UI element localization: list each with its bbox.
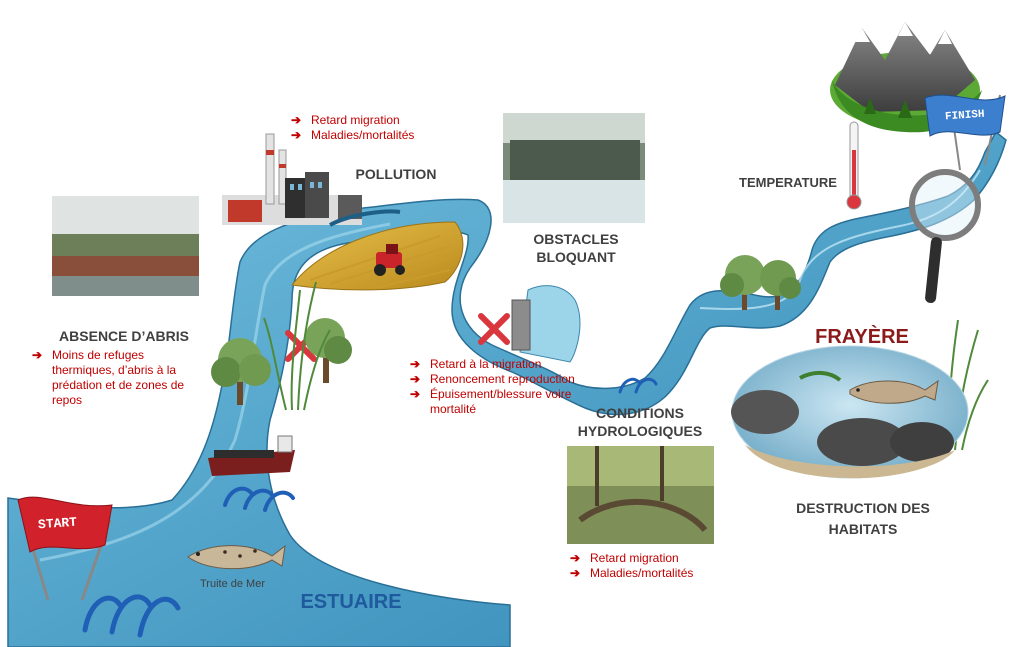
factory-icon bbox=[222, 133, 401, 227]
effect-item: ➔Maladies/mortalités bbox=[291, 128, 415, 142]
thermometer-icon bbox=[846, 121, 862, 210]
magnifier-icon bbox=[909, 169, 981, 303]
weir-icon bbox=[511, 285, 581, 363]
label-obstacles-line2: BLOQUANT bbox=[536, 249, 616, 265]
label-conditions-line1: CONDITIONS bbox=[596, 405, 684, 421]
start-flag-icon bbox=[17, 496, 113, 601]
effect-item: ➔Retard migration bbox=[570, 551, 679, 565]
photo-conditions-hydro bbox=[567, 446, 714, 544]
arrow-icon: ➔ bbox=[570, 551, 581, 565]
wave-icon bbox=[618, 377, 658, 394]
effect-item: ➔Moins de refuges thermiques, d’abris à … bbox=[32, 348, 185, 407]
label-absence-abris: ABSENCE D’ABRIS bbox=[59, 328, 189, 344]
label-conditions-line2: HYDROLOGIQUES bbox=[577, 423, 703, 439]
label-destruction: DESTRUCTION DES HABITATS bbox=[778, 498, 948, 540]
label-obstacles: OBSTACLES BLOQUANT bbox=[526, 230, 626, 266]
wave-icon bbox=[82, 594, 181, 638]
label-frayere: FRAYÈRE bbox=[815, 326, 909, 348]
arrow-icon: ➔ bbox=[410, 372, 421, 386]
tree-icon bbox=[211, 338, 271, 405]
tree-icon bbox=[720, 255, 801, 310]
label-start: START bbox=[37, 514, 78, 533]
finish-flag-icon bbox=[924, 94, 1006, 171]
cross-icon bbox=[478, 313, 510, 345]
label-destruction-line1: DESTRUCTION DES bbox=[796, 500, 930, 516]
label-temperature: TEMPERATURE bbox=[739, 175, 837, 190]
photo-absence-abris bbox=[52, 196, 199, 296]
arrow-icon: ➔ bbox=[291, 128, 302, 142]
frayere-pond bbox=[731, 345, 969, 479]
photo-obstacles bbox=[503, 113, 645, 223]
trout-icon bbox=[187, 544, 286, 570]
effects-hydro: ➔Retard migration ➔Maladies/mortalités bbox=[570, 551, 750, 581]
barge-icon bbox=[208, 435, 295, 476]
effects-obstacles: ➔Retard à la migration ➔Renoncement repr… bbox=[410, 357, 610, 417]
label-conditions: CONDITIONS HYDROLOGIQUES bbox=[565, 404, 715, 440]
effect-item: ➔Épuisement/blessure voire mortalité bbox=[410, 387, 572, 416]
label-truite: Truite de Mer bbox=[200, 578, 266, 590]
effect-item: ➔Retard migration bbox=[291, 113, 400, 127]
label-pollution: POLLUTION bbox=[355, 166, 437, 182]
effect-item: ➔Renoncement reproduction bbox=[410, 372, 575, 386]
effect-item: ➔Retard à la migration bbox=[410, 357, 542, 371]
effect-item: ➔Maladies/mortalités bbox=[570, 566, 694, 580]
label-destruction-line2: HABITATS bbox=[828, 521, 898, 537]
reeds-icon bbox=[263, 281, 331, 411]
tractor-field-icon bbox=[291, 221, 464, 291]
arrow-icon: ➔ bbox=[410, 357, 421, 371]
arrow-icon: ➔ bbox=[570, 566, 581, 580]
arrow-icon: ➔ bbox=[291, 113, 302, 127]
effects-pollution: ➔Retard migration ➔Maladies/mortalités bbox=[291, 113, 491, 143]
arrow-icon: ➔ bbox=[410, 387, 421, 401]
label-estuaire: ESTUAIRE bbox=[300, 591, 402, 613]
wave-icon bbox=[223, 486, 295, 512]
label-obstacles-line1: OBSTACLES bbox=[533, 231, 619, 247]
effects-abris: ➔Moins de refuges thermiques, d’abris à … bbox=[32, 348, 208, 408]
arrow-icon: ➔ bbox=[32, 348, 43, 362]
